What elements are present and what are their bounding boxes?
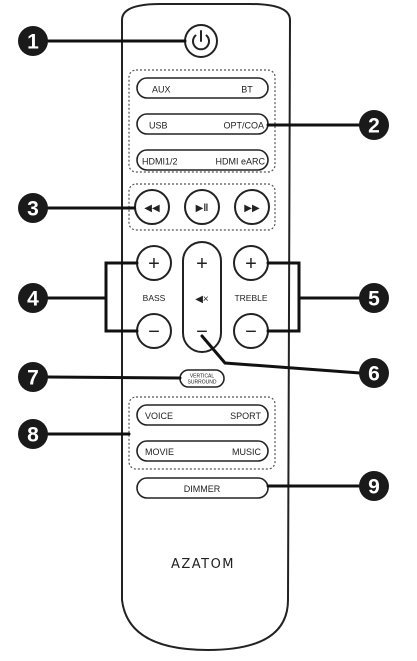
- treble-minus-button[interactable]: −: [233, 313, 269, 349]
- power-button[interactable]: [184, 24, 218, 58]
- bt-label: BT: [241, 85, 253, 95]
- callout-5: 5: [359, 283, 389, 313]
- bass-minus-button[interactable]: −: [136, 313, 172, 349]
- callout-line-6: [200, 334, 362, 375]
- bass-label: BASS: [143, 293, 166, 303]
- previous-button[interactable]: ◀◀: [134, 189, 170, 225]
- callout-7: 7: [18, 362, 48, 392]
- play-pause-button[interactable]: ▶ǁ: [184, 189, 220, 225]
- dimmer-label: DIMMER: [184, 484, 221, 494]
- callout-6: 6: [359, 358, 389, 388]
- callout-3: 3: [18, 193, 48, 223]
- skip-back-icon: ◀◀: [144, 203, 160, 214]
- sport-label: SPORT: [230, 411, 261, 421]
- callout-line-7: [46, 375, 182, 380]
- bass-minus-glyph: −: [148, 321, 160, 343]
- volume-plus-glyph: +: [196, 253, 208, 275]
- callout-lines: [46, 39, 362, 488]
- usb-opt-button[interactable]: USB OPT/COA: [136, 113, 269, 135]
- callout-2-number: 2: [368, 115, 380, 138]
- aux-label: AUX: [152, 85, 171, 95]
- voice-label: VOICE: [145, 411, 173, 421]
- treble-plus-button[interactable]: +: [233, 245, 269, 281]
- next-button[interactable]: ▶▶: [234, 189, 270, 225]
- vertical-surround-line1: VERTICAL: [190, 374, 215, 380]
- opt-coa-label: OPT/COA: [223, 121, 264, 131]
- callout-3-number: 3: [27, 198, 39, 221]
- input-group-frame: [128, 69, 276, 173]
- callout-5-number: 5: [368, 288, 380, 311]
- mute-icon: ◀×: [195, 294, 209, 305]
- callout-9: 9: [359, 471, 389, 501]
- callout-6-number: 6: [368, 363, 380, 386]
- callout-8: 8: [18, 419, 48, 449]
- hdmi-button[interactable]: HDMI1/2 HDMI eARC: [136, 149, 269, 171]
- callout-8-number: 8: [27, 424, 39, 447]
- hdmi12-label: HDMI1/2: [142, 157, 178, 167]
- skip-forward-icon: ▶▶: [244, 203, 260, 214]
- vertical-surround-button[interactable]: VERTICAL SURROUND: [179, 369, 225, 388]
- brand-logo: AZATOM: [171, 557, 235, 572]
- treble-label: TREBLE: [234, 293, 267, 303]
- callout-9-number: 9: [368, 476, 380, 499]
- callout-1-number: 1: [27, 31, 39, 54]
- bass-plus-button[interactable]: +: [136, 245, 172, 281]
- hdmi-earc-label: HDMI eARC: [215, 157, 265, 167]
- callout-4-number: 4: [27, 288, 39, 311]
- vertical-surround-line2: SURROUND: [188, 380, 217, 386]
- music-label: MUSIC: [232, 447, 262, 457]
- sound-mode-group-frame: [128, 396, 276, 470]
- power-icon: [192, 30, 210, 51]
- treble-minus-glyph: −: [245, 321, 257, 343]
- movie-label: MOVIE: [145, 447, 174, 457]
- treble-plus-glyph: +: [245, 253, 257, 275]
- volume-minus-glyph: −: [196, 321, 208, 343]
- aux-bt-button[interactable]: AUX BT: [136, 77, 269, 99]
- usb-label: USB: [149, 121, 168, 131]
- play-pause-icon: ▶ǁ: [196, 203, 209, 214]
- callout-1: 1: [18, 26, 48, 56]
- callout-4: 4: [18, 283, 48, 313]
- movie-music-button[interactable]: MOVIE MUSIC: [136, 440, 269, 462]
- callout-7-number: 7: [27, 367, 39, 390]
- volume-rocker[interactable]: + ◀× −: [182, 241, 222, 353]
- callout-2: 2: [359, 110, 389, 140]
- bass-plus-glyph: +: [148, 253, 160, 275]
- voice-sport-button[interactable]: VOICE SPORT: [136, 404, 269, 426]
- dimmer-button[interactable]: DIMMER: [136, 477, 269, 499]
